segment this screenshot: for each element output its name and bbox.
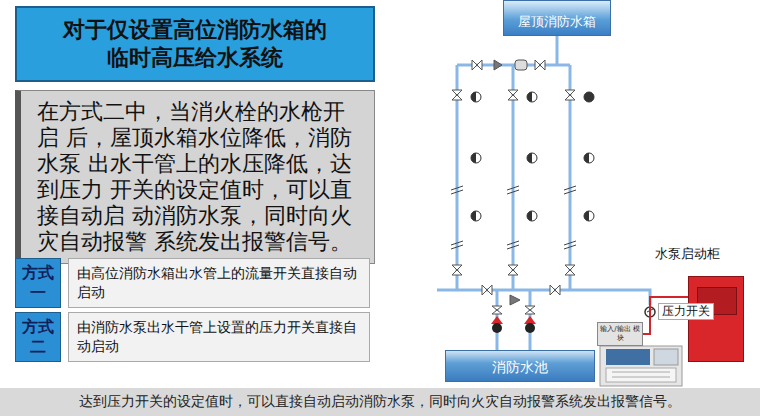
node-text: 输入/输出 模块 — [600, 325, 640, 343]
method-tab: 方式 一 — [15, 258, 61, 308]
pipe-break-marks — [451, 186, 576, 249]
component-label: 压力开关 — [658, 303, 714, 320]
method-box: 由消防水泵出水干管上设置的压力开关直接自 动启动 — [68, 312, 370, 362]
node-text: 消防水池 — [450, 358, 590, 376]
node-text: 屋顶消防水箱 — [508, 13, 606, 31]
title-text: 对于仅设置高位消防水箱的 临时高压给水系统 — [57, 16, 333, 72]
cabinet-heading: 水泵启动柜 — [655, 245, 720, 263]
method-box: 由高位消防水箱出水管上的流量开关直接自动 启动 — [68, 258, 370, 308]
fire-pool: 消防水池 — [445, 350, 595, 382]
title-band: 对于仅设置高位消防水箱的 临时高压给水系统 — [15, 6, 375, 82]
fire-pump-symbols — [491, 316, 536, 333]
io-module: 输入/输出 模块 — [597, 322, 643, 346]
node-text: 在方式二中，当消火栓的水枪开启 后，屋顶水箱水位降低，消防水泵 出水干管上的水压… — [37, 99, 362, 255]
valve-symbols — [452, 60, 575, 314]
node-text: 由消防水泵出水干管上设置的压力开关直接自 动启动 — [77, 318, 361, 356]
method-tab: 方式 二 — [15, 312, 61, 362]
pipe-network — [437, 36, 650, 350]
node-text: 方式 一 — [21, 263, 55, 303]
description-panel: 在方式二中，当消火栓的水枪开启 后，屋顶水箱水位降低，消防水泵 出水干管上的水压… — [15, 90, 375, 264]
caption-bar: 达到压力开关的设定值时，可以直接自动启动消防水泵，同时向火灾自动报警系统发出报警… — [0, 388, 760, 416]
node-text: 方式 二 — [21, 317, 55, 357]
hydrant-symbols — [471, 92, 594, 221]
roof-tank: 屋顶消防水箱 — [503, 0, 611, 36]
caption-text: 达到压力开关的设定值时，可以直接自动启动消防水泵，同时向火灾自动报警系统发出报警… — [8, 393, 752, 411]
alarm-console — [600, 346, 682, 386]
node-text: 由高位消防水箱出水管上的流量开关直接自动 启动 — [77, 264, 361, 302]
